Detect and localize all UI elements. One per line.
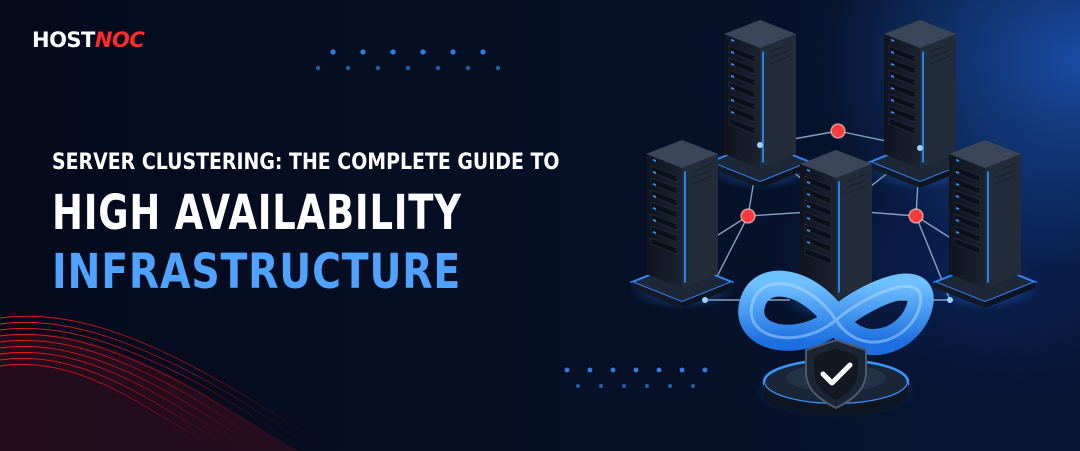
- shield-check-icon: [805, 338, 867, 410]
- logo-text-host: HOST: [32, 28, 95, 52]
- red-glow: [0, 332, 300, 451]
- headline-line3: INFRASTRUCTURE: [52, 244, 462, 300]
- logo-text-noc: NOC: [94, 28, 145, 52]
- dot-pattern-top: [315, 49, 501, 71]
- infinity-icon: [738, 270, 934, 355]
- hostnoc-logo[interactable]: HOSTNOC: [32, 28, 145, 52]
- server-icon: [705, 19, 815, 191]
- red-wave-lines: [0, 315, 331, 451]
- headline-line1: SERVER CLUSTERING: THE COMPLETE GUIDE TO: [52, 150, 560, 175]
- dot-pattern-bottom: [564, 367, 708, 388]
- headline-line2: HIGH AVAILABILITY: [52, 185, 462, 241]
- network-nodes: [702, 123, 953, 303]
